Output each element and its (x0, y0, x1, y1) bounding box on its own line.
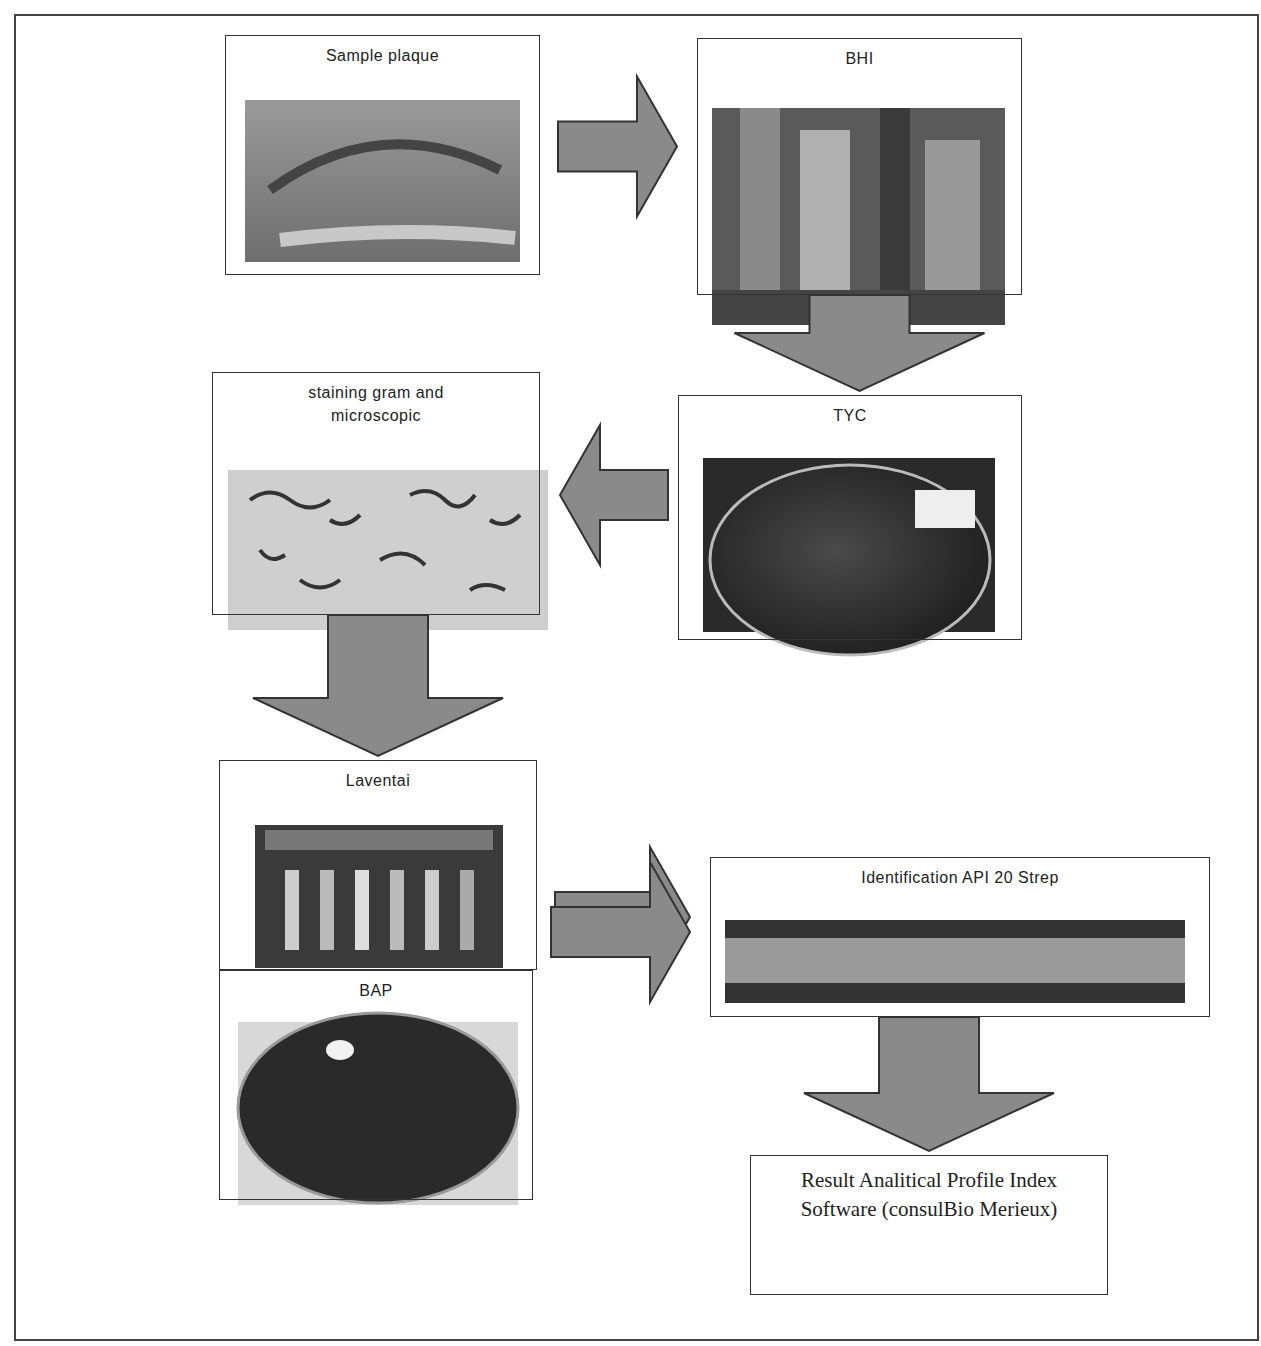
flow-arrow (253, 615, 503, 756)
box-label: TYC (679, 396, 1021, 427)
box-label: Laventai (220, 761, 536, 792)
process-box: Laventai (219, 760, 537, 970)
process-box: TYC (678, 395, 1022, 640)
tubes-photo (255, 825, 503, 968)
box-label: Identification API 20 Strep (711, 858, 1209, 889)
microscope-photo (228, 470, 548, 630)
bhi-photo (712, 108, 1005, 325)
process-box: BHI (697, 38, 1022, 295)
box-label: Sample plaque (226, 36, 539, 67)
flow-arrow (551, 862, 690, 1002)
blood-agar-photo (238, 1013, 518, 1205)
flow-arrow (804, 1017, 1054, 1151)
box-label: BHI (698, 39, 1021, 70)
process-box: Result Analitical Profile Index Software… (750, 1155, 1108, 1295)
process-box: staining gram and microscopic (212, 372, 540, 615)
flow-arrow (558, 77, 677, 217)
tyc-photo (703, 458, 995, 655)
outer-frame (15, 15, 1258, 1340)
flow-arrow (735, 295, 985, 391)
process-box: Sample plaque (225, 35, 540, 275)
api-strip-photo (725, 920, 1185, 1003)
box-label: Result Analitical Profile Index Software… (751, 1156, 1107, 1225)
box-label: BAP (220, 971, 532, 1002)
process-box: BAP (219, 970, 533, 1200)
process-box: Identification API 20 Strep (710, 857, 1210, 1017)
box-label: staining gram and microscopic (261, 373, 491, 427)
flow-arrow (560, 425, 668, 565)
plaque-photo (245, 100, 520, 262)
